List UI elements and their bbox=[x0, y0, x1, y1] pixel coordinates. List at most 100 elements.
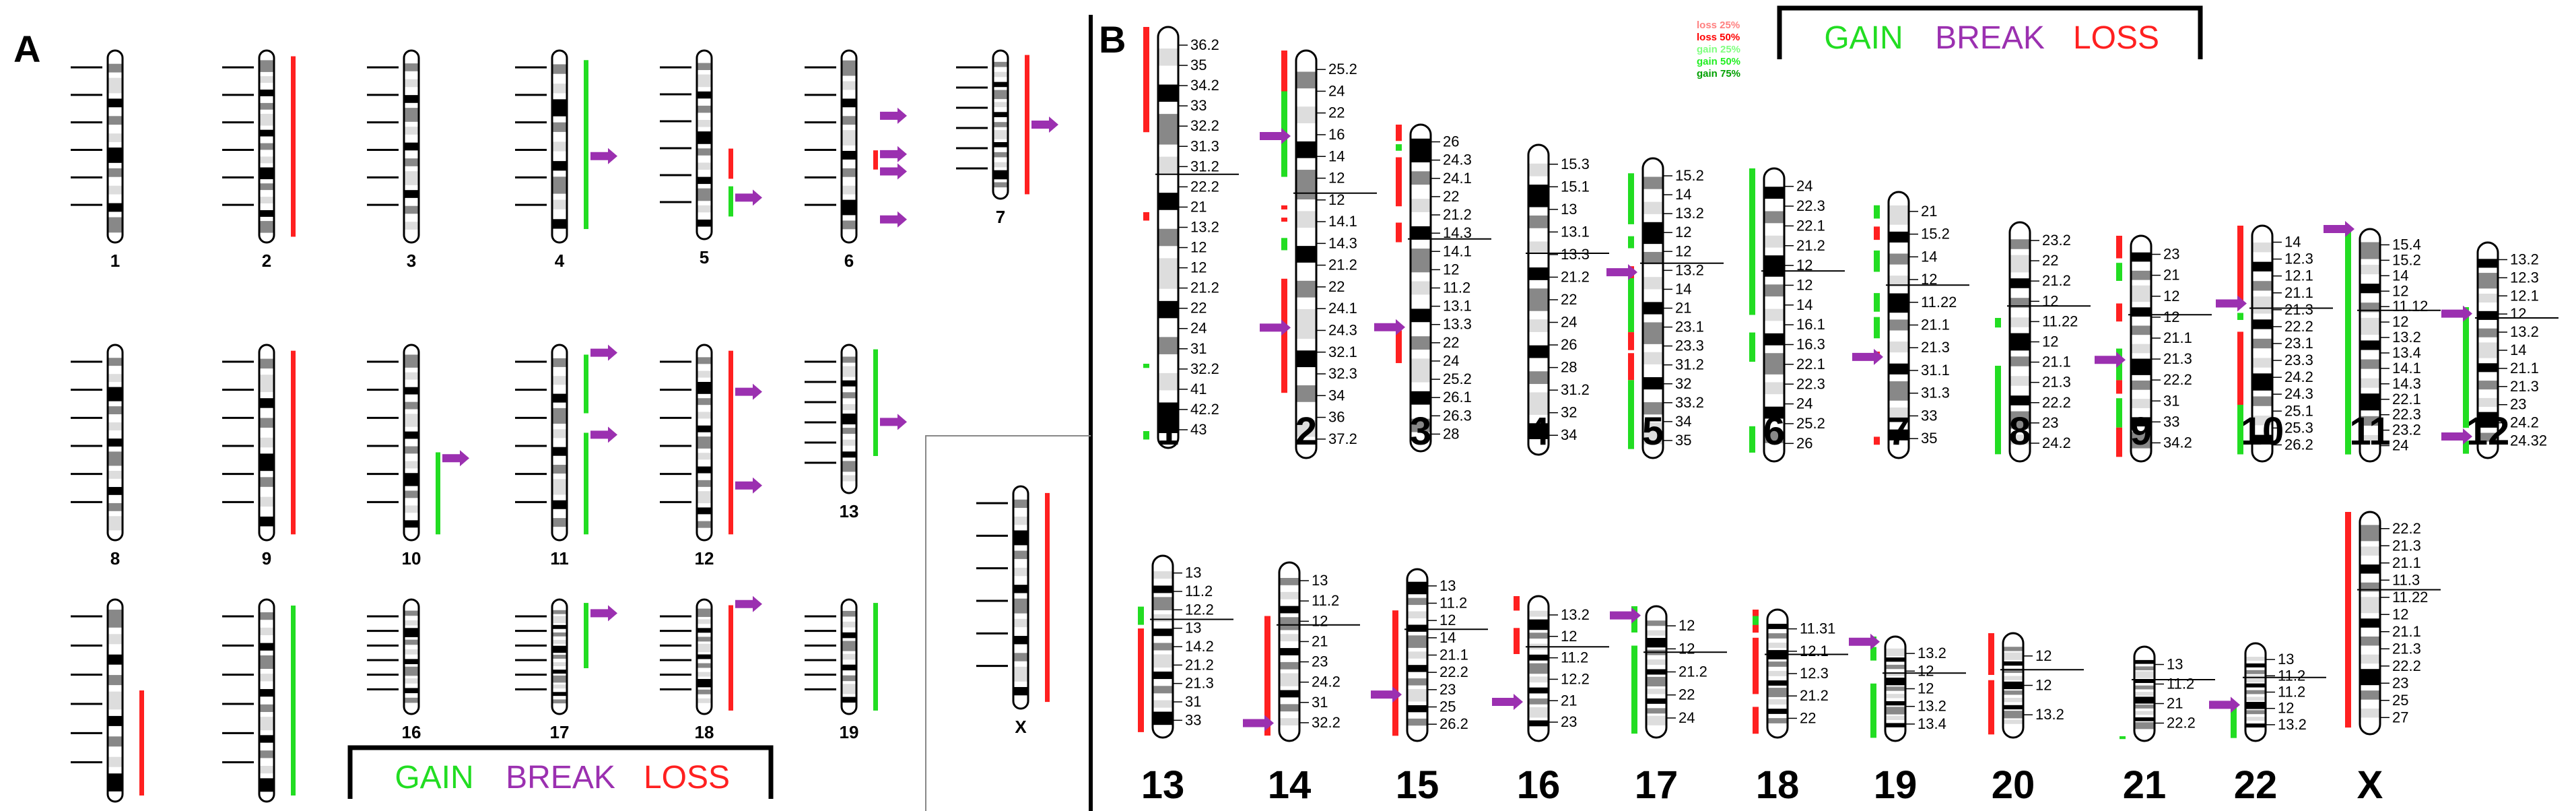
band-label: 13.2 bbox=[1561, 606, 1590, 623]
chromosome-band bbox=[2132, 285, 2150, 302]
chromosome-band bbox=[108, 610, 122, 628]
chromosome-band bbox=[2010, 298, 2029, 308]
chromosome-band bbox=[1529, 371, 1548, 385]
band-label: 12 bbox=[1190, 239, 1207, 256]
band-label: 12 bbox=[1675, 224, 1691, 240]
chromosome-band bbox=[1408, 718, 1427, 726]
chromosome-band bbox=[1014, 666, 1027, 682]
chromosome-band bbox=[2246, 670, 2265, 674]
chromosome-band bbox=[1411, 249, 1430, 273]
chromosome-band bbox=[2135, 666, 2154, 671]
band-label: 12 bbox=[2035, 647, 2052, 664]
gain-bar bbox=[1995, 366, 2001, 455]
chromosome-band bbox=[260, 375, 273, 393]
loss-bar bbox=[1874, 226, 1880, 240]
band-label: 24.1 bbox=[1443, 170, 1472, 187]
band-label: 31.3 bbox=[1921, 385, 1950, 401]
chromosome-band bbox=[2004, 661, 2023, 666]
chromosome-band bbox=[698, 63, 711, 71]
chromosome-band bbox=[1159, 156, 1178, 174]
chromosome-number: 3 bbox=[1410, 410, 1431, 453]
band-label: 26 bbox=[1796, 434, 1812, 451]
band-label: 11.22 bbox=[2392, 589, 2428, 606]
chromosome-band bbox=[1643, 201, 1662, 214]
gain-bar bbox=[1870, 683, 1876, 738]
chromosome-band bbox=[1529, 619, 1548, 630]
chromosome-band bbox=[405, 659, 418, 665]
band-label: 15.1 bbox=[1561, 178, 1590, 195]
loss-bar bbox=[1045, 492, 1050, 703]
band-label: 22 bbox=[1443, 334, 1459, 351]
band-label: 43 bbox=[1190, 421, 1207, 438]
loss-bar bbox=[873, 150, 878, 170]
band-label: 21.1 bbox=[2392, 554, 2421, 571]
band-label: 13 bbox=[1185, 620, 1201, 637]
chromosome-band bbox=[698, 608, 711, 617]
chromosome-band bbox=[1153, 672, 1172, 680]
band-label: 25.2 bbox=[1796, 415, 1825, 432]
band-label: 11.2 bbox=[1312, 592, 1339, 609]
legend-break: BREAK bbox=[506, 760, 615, 796]
band-label: 11.2 bbox=[1443, 280, 1470, 296]
chromosome-band bbox=[260, 496, 273, 507]
chromosome-b-X: 22.221.321.111.311.221221.121.322.223252… bbox=[2345, 511, 2441, 807]
chromosome-band bbox=[1280, 606, 1299, 614]
chromosome-band bbox=[1647, 659, 1666, 666]
chromosome-band bbox=[698, 521, 711, 528]
band-label: 33 bbox=[2163, 413, 2179, 430]
threshold-key-item: gain 50% bbox=[1697, 56, 1740, 67]
chromosome-band bbox=[1014, 653, 1027, 661]
chromosome-band bbox=[842, 199, 856, 216]
band-label: 14 bbox=[1328, 148, 1345, 164]
chromosome-band bbox=[553, 500, 566, 509]
band-label: 12.3 bbox=[1800, 665, 1829, 682]
band-label: 13 bbox=[2167, 656, 2183, 673]
chromosome-band bbox=[698, 205, 711, 213]
chromosome-a-15: 15 bbox=[222, 598, 296, 811]
chromosome-band bbox=[1529, 676, 1548, 683]
chromosome-band bbox=[1529, 707, 1548, 718]
chromosome-band bbox=[1280, 673, 1299, 686]
legend-frame bbox=[1777, 5, 2203, 59]
band-label: 23.3 bbox=[2284, 352, 2313, 368]
chromosome-b-2: 25.224221614121214.114.321.22224.124.332… bbox=[1260, 49, 1377, 459]
chromosome-band bbox=[2361, 708, 2379, 718]
gain-bar bbox=[1628, 236, 1634, 249]
chromosome-band bbox=[2361, 690, 2379, 700]
chromosome-band bbox=[842, 632, 856, 639]
chromosome-band bbox=[2010, 255, 2029, 273]
band-label: 21.2 bbox=[1328, 257, 1357, 273]
chromosome-band bbox=[2004, 676, 2023, 680]
gain-bar bbox=[1281, 238, 1287, 251]
chromosome-band bbox=[553, 141, 566, 152]
chromosome-number: 1 bbox=[110, 251, 120, 271]
chromosome-band bbox=[994, 141, 1007, 148]
band-label: 21 bbox=[1921, 203, 1937, 220]
chromosome-band bbox=[553, 518, 566, 527]
break-arrow bbox=[590, 605, 617, 622]
chromosome-band bbox=[553, 429, 566, 439]
chromosome-band bbox=[1297, 350, 1316, 368]
chromosome-band bbox=[260, 778, 273, 792]
chromosome-band bbox=[1411, 171, 1430, 185]
chromosome-band bbox=[405, 205, 418, 214]
break-arrow bbox=[2441, 305, 2472, 322]
band-label: 21.1 bbox=[1439, 647, 1468, 663]
legend-loss: LOSS bbox=[2073, 20, 2159, 56]
chromosome-band bbox=[994, 112, 1007, 117]
chromosome-band bbox=[1765, 406, 1784, 419]
band-label: 11.12 bbox=[2392, 298, 2428, 315]
band-label: 14 bbox=[2392, 267, 2408, 284]
loss-bar bbox=[1281, 218, 1287, 222]
chromosome-band bbox=[108, 439, 122, 447]
chromosome-body bbox=[106, 49, 124, 244]
chromosome-band bbox=[842, 116, 856, 125]
chromosome-band bbox=[2361, 564, 2379, 574]
band-label: 16.3 bbox=[1796, 336, 1825, 353]
chromosome-band bbox=[842, 428, 856, 434]
chromosome-band bbox=[260, 129, 273, 137]
chromosome-band bbox=[2010, 434, 2029, 445]
